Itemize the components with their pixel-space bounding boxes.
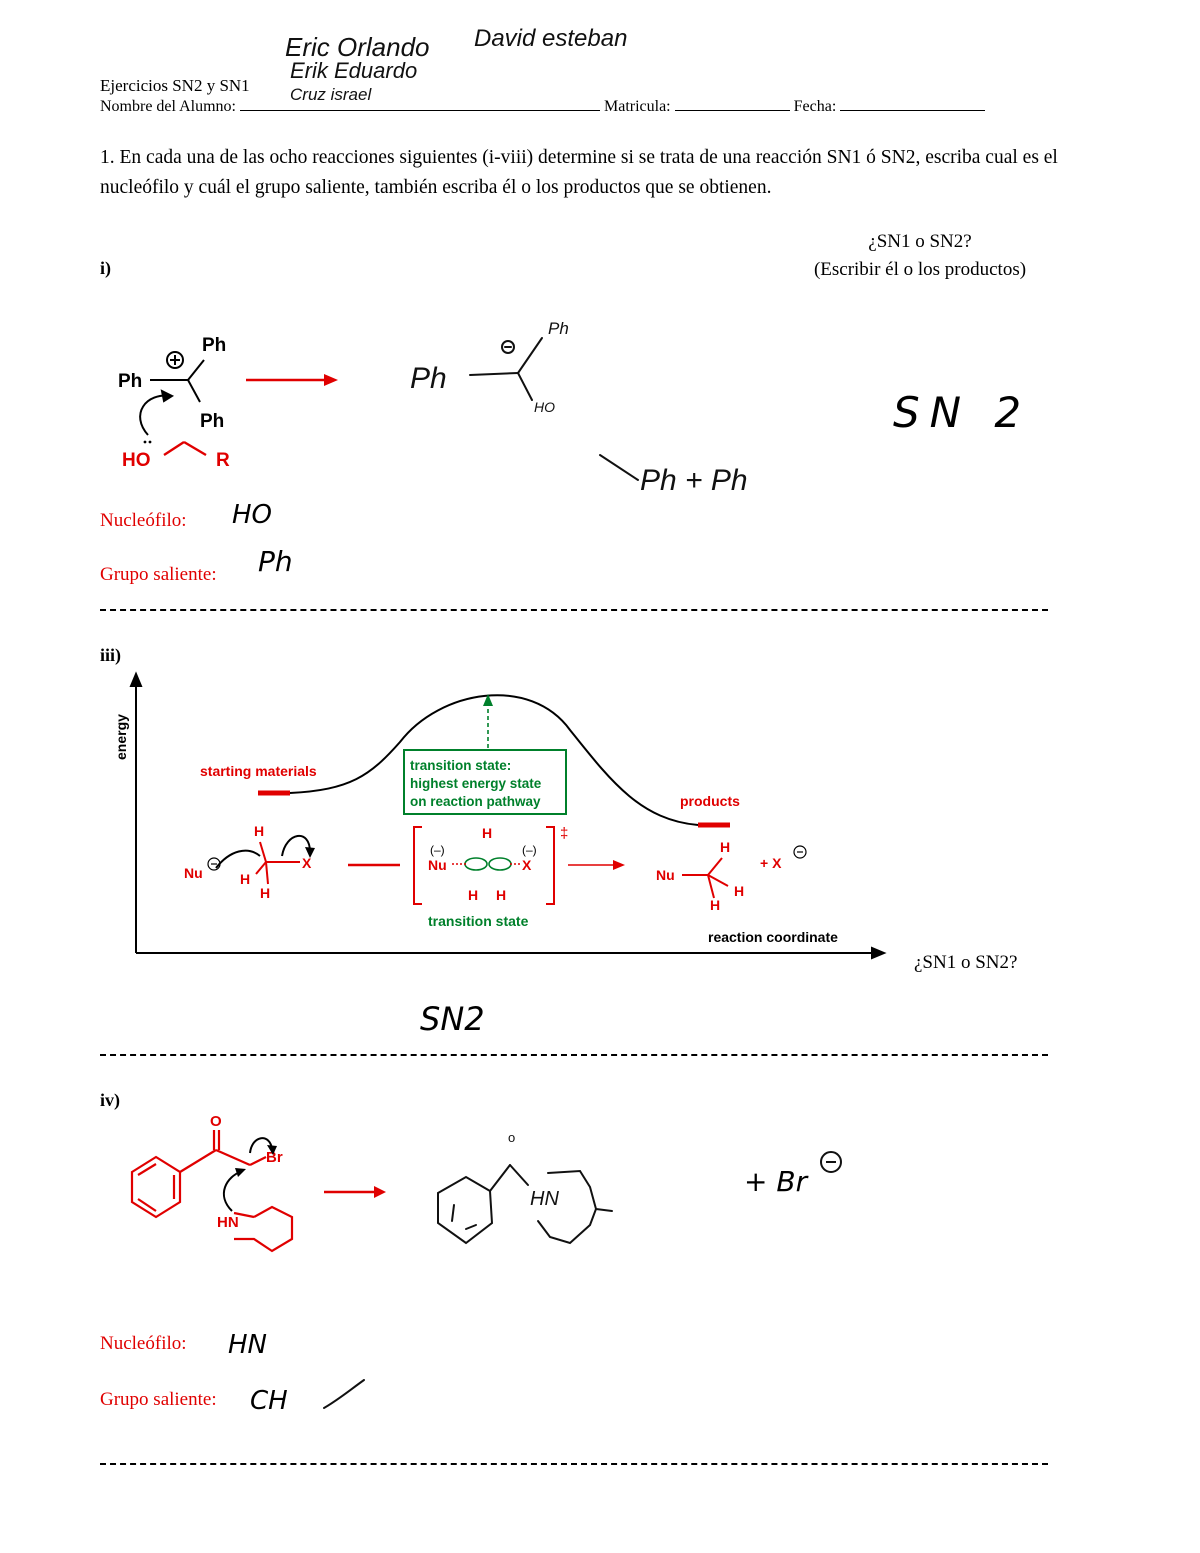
- handwritten-student-names: Eric Orlando David esteban Erik Eduardo …: [285, 25, 627, 104]
- section-iv-nucleofilo-label: Nucleófilo:: [100, 1333, 187, 1354]
- hn-label: HN: [217, 1214, 239, 1231]
- hw-product-ph: Ph: [410, 362, 447, 395]
- ts-box-line-3: on reaction pathway: [410, 794, 541, 809]
- h-reactant-left: H: [240, 871, 250, 887]
- energy-diagram: energy reaction coordinate starting mate…: [113, 671, 887, 960]
- section-iv-handwritten-product: o HN: [437, 1130, 613, 1245]
- hw-minus-charge-icon: [820, 1151, 842, 1173]
- energy-curve: [289, 694, 699, 826]
- section-i-reaction: Ph Ph Ph HO R: [118, 335, 230, 471]
- br-label: Br: [266, 1149, 283, 1166]
- hw-iv-hn: HN: [530, 1188, 559, 1210]
- divider-3: [100, 1463, 1048, 1465]
- divider-1: [100, 609, 1048, 611]
- section-iii-hw-answer: SN2: [420, 1000, 485, 1038]
- divider-2: [100, 1054, 1048, 1056]
- name-field[interactable]: [239, 110, 600, 111]
- section-iv-grupo-answer: CH: [250, 1386, 288, 1416]
- handwritten-name-2: David esteban: [474, 25, 627, 52]
- section-i-nucleofilo-answer: HO: [232, 500, 273, 530]
- section-i-handwritten-product: Ph Ph HO Ph + Ph: [410, 319, 748, 497]
- transition-state-box: [403, 749, 567, 815]
- section-i-prompt: ¿SN1 o SN2? (Escribir él o los productos…: [790, 228, 1050, 284]
- fecha-label: Fecha:: [793, 98, 837, 115]
- section-iv-nucleofilo-answer: HN: [228, 1330, 267, 1360]
- ph-top-label: Ph: [202, 335, 226, 356]
- section-iv-hw-tick: [323, 1379, 365, 1409]
- section-iv-hw-extra: + Br: [744, 1151, 846, 1198]
- ts-box-line-1: transition state:: [410, 758, 511, 773]
- section-iv-label: iv): [100, 1090, 120, 1110]
- fecha-field[interactable]: [840, 110, 986, 111]
- ph-left-label: Ph: [118, 371, 142, 392]
- o-label: O: [210, 1113, 222, 1130]
- x-ts: X: [522, 857, 532, 873]
- ph-bottom-label: Ph: [200, 411, 224, 432]
- x-axis-label: reaction coordinate: [708, 929, 838, 945]
- section-i-grupo-answer: Ph: [258, 545, 293, 578]
- section-i-prompt-line1: ¿SN1 o SN2?: [868, 231, 972, 252]
- section-i-arrow: [246, 374, 338, 386]
- section-i-prompt-line2: (Escribir él o los productos): [813, 259, 1027, 280]
- handwritten-name-4: Cruz israel: [290, 85, 372, 104]
- hw-product-ho: HO: [534, 399, 555, 415]
- minus-ts-left: (–): [430, 843, 445, 857]
- section-i-hw-answer: SN 2: [893, 388, 1032, 437]
- minus-ts-right: (–): [522, 843, 537, 857]
- hw-extra-products: Ph + Ph: [640, 464, 748, 497]
- h-product-bottom: H: [710, 897, 720, 913]
- student-info-row: Nombre del Alumno: Matricula: Fecha:: [100, 98, 986, 116]
- x-reactant: X: [302, 855, 312, 871]
- nu-reactant: Nu: [184, 865, 203, 881]
- y-axis-label: energy: [113, 714, 129, 760]
- name-label: Nombre del Alumno:: [100, 98, 236, 115]
- h-ts-top: H: [482, 825, 492, 841]
- matricula-label: Matricula:: [603, 98, 671, 115]
- h-product-top: H: [720, 839, 730, 855]
- hw-product-ph2: Ph: [548, 319, 569, 338]
- double-dagger: ‡: [560, 825, 568, 842]
- question-text: 1. En cada una de las ocho reacciones si…: [100, 147, 1058, 198]
- h-ts-left: H: [468, 887, 478, 903]
- h-product-right: H: [734, 883, 744, 899]
- section-iv-reactant: O Br HN: [130, 1113, 294, 1253]
- section-iii-prompt: ¿SN1 o SN2?: [914, 952, 1018, 973]
- section-iii-label: iii): [100, 645, 121, 665]
- plus-x-product: + X: [760, 855, 782, 871]
- assignment-title: Ejercicios SN2 y SN1: [100, 76, 250, 95]
- handwritten-name-3: Erik Eduardo: [290, 58, 417, 83]
- section-iv-grupo-label: Grupo saliente:: [100, 1389, 217, 1410]
- nu-ts: Nu: [428, 857, 447, 873]
- transition-state-label: transition state: [428, 913, 529, 929]
- hw-br-text: + Br: [744, 1165, 808, 1198]
- section-i-label: i): [100, 258, 111, 278]
- section-i-grupo-label: Grupo saliente:: [100, 564, 217, 585]
- ho-label: HO: [122, 450, 151, 471]
- hw-iv-o: o: [508, 1130, 515, 1145]
- h-ts-right: H: [496, 887, 506, 903]
- ts-box-line-2: highest energy state: [410, 776, 542, 791]
- starting-materials-label: starting materials: [200, 763, 317, 779]
- section-i-nucleofilo-label: Nucleófilo:: [100, 510, 187, 531]
- r-label: R: [216, 450, 230, 471]
- matricula-field[interactable]: [674, 110, 790, 111]
- h-reactant-top: H: [254, 823, 264, 839]
- h-reactant-bottom: H: [260, 885, 270, 901]
- products-label: products: [680, 793, 740, 809]
- nu-product: Nu: [656, 867, 675, 883]
- section-iv-arrow: [324, 1186, 386, 1198]
- handwritten-name-1: Eric Orlando: [285, 32, 430, 62]
